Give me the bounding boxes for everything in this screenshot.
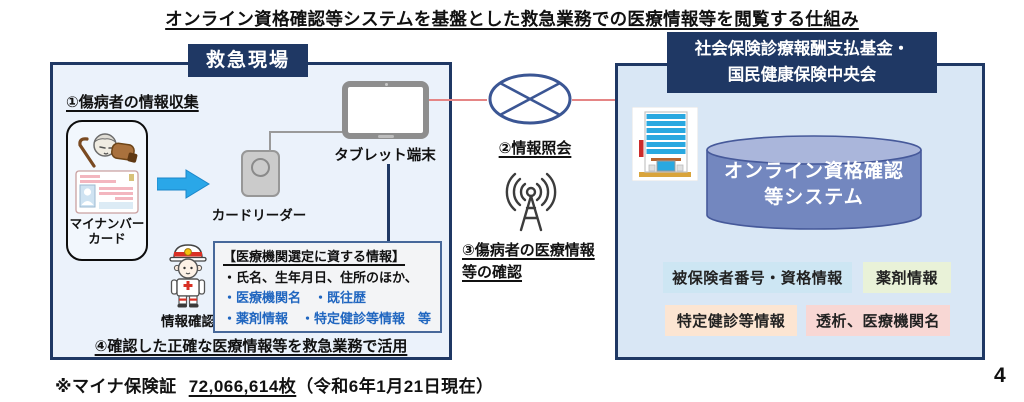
chip-insured-number-info: 被保険者番号・資格情報 bbox=[663, 262, 852, 293]
footnote-suffix: （令和6年1月21日現在） bbox=[296, 377, 494, 396]
medical-info-box: 【医療機関選定に資する情報】 ・氏名、生年月日、住所のほか、 ・医療機関名 ・既… bbox=[213, 241, 442, 333]
office-building-icon bbox=[631, 106, 699, 186]
payment-fund-header: 社会保険診療報酬支払基金・ 国民健康保険中央会 bbox=[667, 32, 937, 93]
page-number: 4 bbox=[994, 364, 1006, 387]
patient-card-box: マイナンバー カード bbox=[66, 120, 148, 261]
footnote-count: 72,066,614枚 bbox=[188, 377, 297, 396]
mynumber-card-icon bbox=[68, 170, 146, 214]
tablet-camera-dot bbox=[384, 83, 388, 86]
page-title: オンライン資格確認等システムを基盤とした救急業務での医療情報等を閲覧する仕組み bbox=[165, 9, 859, 29]
red-link-left bbox=[429, 99, 487, 101]
info-check-label: 情報確認 bbox=[161, 314, 215, 329]
tablet-icon bbox=[342, 81, 429, 139]
tablet-infobox-line bbox=[387, 164, 390, 241]
reader-tablet-cable-vertical bbox=[269, 131, 271, 152]
medical-info-line2: ・医療機関名 ・既往歴 bbox=[223, 290, 367, 305]
firefighter-icon bbox=[164, 241, 212, 314]
right-arrow-icon bbox=[156, 168, 211, 205]
tablet-home-button bbox=[377, 135, 394, 138]
radio-antenna-icon bbox=[500, 166, 562, 243]
elderly-person-icon bbox=[68, 126, 146, 170]
mynumber-card-label: マイナンバー カード bbox=[69, 217, 145, 246]
reader-tablet-cable-horizontal bbox=[269, 131, 344, 133]
card-reader-icon bbox=[241, 150, 280, 197]
step2-label: ②情報照会 bbox=[498, 140, 572, 157]
medical-info-line1: ・氏名、生年月日、住所のほか、 bbox=[223, 269, 418, 285]
card-reader-label: カードリーダー bbox=[211, 208, 307, 223]
emergency-scene-panel: 救急現場 ①傷病者の情報収集 bbox=[50, 44, 452, 360]
chip-dialysis-medical-institution: 透析、医療機関名 bbox=[806, 305, 950, 336]
step1-label: ①傷病者の情報収集 bbox=[66, 94, 199, 111]
emergency-scene-header: 救急現場 bbox=[188, 44, 308, 77]
chip-drug-info: 薬剤情報 bbox=[863, 262, 951, 293]
tablet-label: タブレット端末 bbox=[334, 148, 436, 164]
medical-info-box-title: 【医療機関選定に資する情報】 bbox=[223, 249, 406, 264]
chip-checkup-info: 特定健診等情報 bbox=[665, 305, 797, 336]
red-link-right bbox=[572, 99, 616, 101]
footnote: ※マイナ保険証 72,066,614枚（令和6年1月21日現在） bbox=[55, 372, 494, 397]
footnote-prefix: ※マイナ保険証 bbox=[55, 377, 177, 396]
card-reader-sensor bbox=[251, 158, 270, 177]
online-system-label: オンライン資格確認 等システム bbox=[723, 161, 904, 208]
online-system-database: オンライン資格確認 等システム bbox=[705, 134, 923, 231]
step4-label: ④確認した正確な医療情報等を救急業務で活用 bbox=[94, 338, 408, 355]
medical-info-line3: ・薬剤情報 ・特定健診等情報 等 bbox=[223, 310, 432, 326]
step3-label: ③傷病者の医療情報 等の確認 bbox=[462, 242, 595, 281]
database-cylinder-icon bbox=[706, 135, 922, 230]
payment-fund-panel: 社会保険診療報酬支払基金・ 国民健康保険中央会 bbox=[615, 32, 985, 360]
circle-x-network-node-icon bbox=[487, 72, 573, 131]
